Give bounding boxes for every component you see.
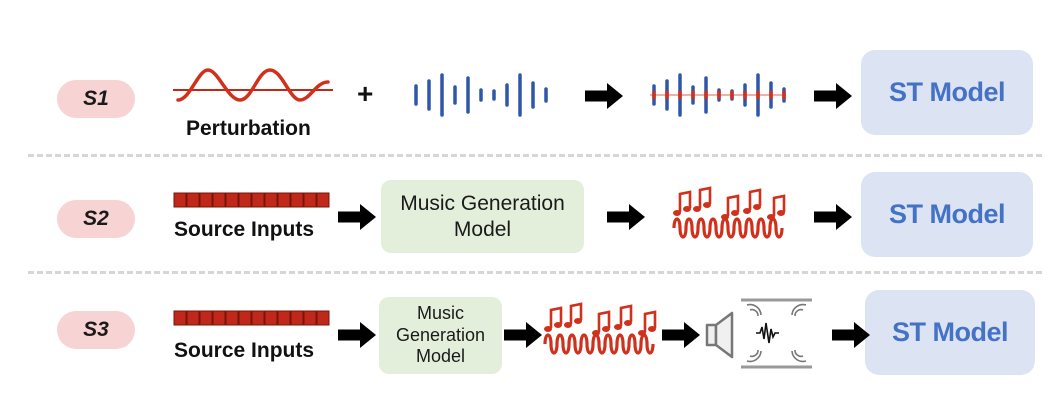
- st-model-box-s1: ST Model: [861, 50, 1033, 135]
- token-cell: [251, 192, 265, 208]
- music-generation-line-3: Model: [415, 346, 466, 367]
- token-cell: [186, 310, 200, 326]
- music-note-head: [544, 326, 552, 332]
- token-cell: [277, 310, 291, 326]
- music-generation-box-s3: Music Generation Model: [379, 297, 502, 374]
- music-squiggle: [672, 217, 784, 239]
- audio-waveform-icon: [414, 73, 548, 117]
- stage-label-s1: S1: [57, 80, 135, 118]
- token-cell: [173, 310, 187, 326]
- music-note: [678, 190, 692, 212]
- perturbation-caption: Perturbation: [186, 117, 311, 140]
- music-note: [597, 310, 611, 332]
- music-note: [643, 310, 657, 332]
- token-cell: [199, 192, 213, 208]
- music-note-head: [624, 320, 632, 326]
- music-note-head: [673, 210, 681, 216]
- token-cell: [303, 310, 317, 326]
- token-cell: [316, 192, 330, 208]
- music-note-head: [638, 330, 646, 336]
- arrow-right-icon: [814, 204, 852, 230]
- music-note: [772, 194, 786, 216]
- stage-label-s2: S2: [57, 200, 135, 238]
- music-notes-icon: [672, 186, 786, 239]
- music-note-head: [753, 204, 761, 210]
- music-generation-box-s2: Music Generation Model: [381, 180, 584, 253]
- token-cell: [290, 310, 304, 326]
- music-note-head: [648, 326, 656, 332]
- music-note-head: [693, 206, 701, 212]
- music-note-head: [602, 326, 610, 332]
- token-sequence-icon: [173, 192, 330, 208]
- perturbed-waveform-icon: [650, 73, 786, 117]
- arrow-right-icon: [607, 204, 645, 230]
- token-cell: [225, 192, 239, 208]
- token-cell: [186, 192, 200, 208]
- music-note-head: [743, 208, 751, 214]
- music-note: [619, 304, 633, 326]
- stage-label-s3: S3: [57, 311, 135, 349]
- speaker-icon: [705, 311, 734, 359]
- row-separator-2: [28, 271, 1042, 274]
- token-sequence-icon: [173, 310, 330, 326]
- token-cell: [212, 310, 226, 326]
- arrow-right-icon: [832, 322, 870, 348]
- token-cell: [303, 192, 317, 208]
- music-note-head: [703, 202, 711, 208]
- music-note-head: [721, 214, 729, 220]
- music-notes-icon: [543, 302, 657, 355]
- token-cell: [316, 310, 330, 326]
- music-note: [748, 188, 762, 210]
- room-reverb-icon: [741, 298, 812, 369]
- music-note-head: [614, 324, 622, 330]
- row-separator-1: [28, 154, 1042, 157]
- arrow-right-icon: [504, 322, 542, 348]
- music-note-head: [554, 322, 562, 328]
- token-cell: [212, 192, 226, 208]
- token-cell: [199, 310, 213, 326]
- sine-wave-icon: [173, 68, 333, 102]
- music-note-head: [592, 330, 600, 336]
- st-model-box-s3: ST Model: [865, 290, 1035, 375]
- arrow-right-icon: [814, 83, 852, 109]
- token-cell: [264, 192, 278, 208]
- plus-sign: +: [357, 78, 374, 109]
- music-note: [726, 194, 740, 216]
- token-cell: [225, 310, 239, 326]
- st-model-box-s2: ST Model: [861, 172, 1033, 257]
- source-inputs-caption-s3: Source Inputs: [174, 339, 315, 362]
- source-inputs-caption-s2: Source Inputs: [174, 218, 315, 241]
- token-cell: [238, 192, 252, 208]
- music-generation-line-2: Generation: [395, 324, 486, 345]
- music-note-head: [574, 318, 582, 324]
- token-cell: [238, 310, 252, 326]
- arrow-right-icon: [338, 204, 376, 230]
- music-generation-line-1: Music: [416, 303, 464, 324]
- token-cell: [277, 192, 291, 208]
- music-note-head: [767, 214, 775, 220]
- music-note: [698, 186, 712, 208]
- token-cell: [264, 310, 278, 326]
- music-squiggle: [543, 333, 655, 355]
- music-note: [549, 306, 563, 328]
- token-cell: [290, 192, 304, 208]
- arrow-right-icon: [662, 322, 700, 348]
- token-cell: [173, 192, 187, 208]
- music-note-head: [731, 210, 739, 216]
- token-cell: [251, 310, 265, 326]
- arrow-right-icon: [585, 83, 623, 109]
- music-note-head: [777, 210, 785, 216]
- arrow-right-icon: [338, 322, 376, 348]
- music-note-head: [564, 322, 572, 328]
- music-note: [569, 302, 583, 324]
- music-note-head: [683, 206, 691, 212]
